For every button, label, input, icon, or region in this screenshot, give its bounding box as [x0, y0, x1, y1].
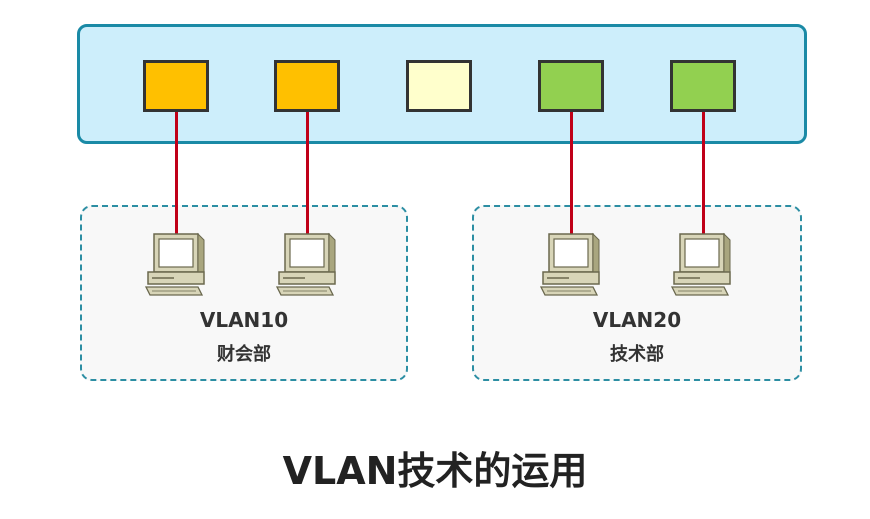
cable-2 — [306, 112, 309, 236]
vlan20-label: VLAN20 — [592, 308, 682, 332]
vlan10-label: VLAN10 — [199, 308, 289, 332]
vlan20-department-label: 技术部 — [610, 344, 664, 365]
switch-port-1 — [143, 60, 209, 112]
switch-port-2 — [274, 60, 340, 112]
desktop-computer-icon — [670, 232, 731, 296]
diagram-title: VLAN技术的运用 — [282, 449, 588, 493]
desktop-computer-icon — [275, 232, 336, 296]
vlan10-department-label: 财会部 — [217, 344, 271, 365]
switch-port-5 — [670, 60, 736, 112]
cable-1 — [175, 112, 178, 236]
switch-port-3 — [406, 60, 472, 112]
vlan10-group — [80, 205, 408, 381]
desktop-computer-icon — [539, 232, 600, 296]
desktop-computer-icon — [144, 232, 205, 296]
cable-4 — [702, 112, 705, 236]
cable-3 — [570, 112, 573, 236]
switch-port-4 — [538, 60, 604, 112]
vlan20-group — [472, 205, 802, 381]
